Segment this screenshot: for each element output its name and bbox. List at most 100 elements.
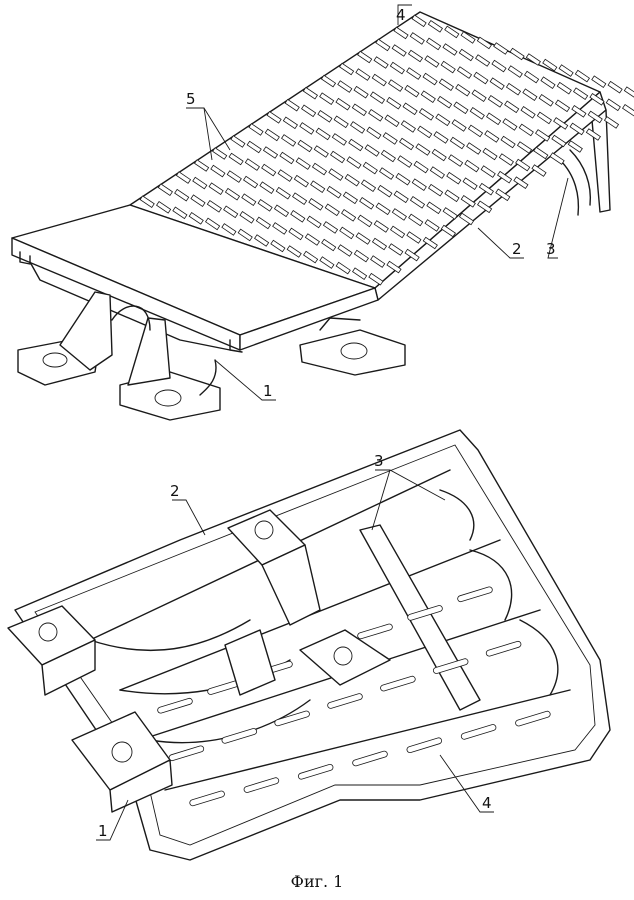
grate-slot (388, 243, 404, 256)
grate-slot (352, 267, 368, 280)
grate-slot (456, 66, 473, 79)
grate-slot (424, 55, 440, 68)
grate-slot (371, 237, 388, 251)
grate-slot (520, 106, 536, 119)
grate-slot (486, 112, 502, 126)
grate-slot (505, 82, 522, 96)
grate-slot (382, 132, 398, 145)
grate-slot (292, 192, 308, 205)
grate-slot (522, 88, 538, 101)
label-1-bottom: 1 (98, 822, 108, 840)
underside-slot (406, 737, 443, 753)
grate-slot (210, 164, 226, 178)
grate-slot (321, 238, 337, 252)
grate-slot (380, 149, 396, 163)
grate-slot (379, 167, 395, 180)
figure-caption: Фиг. 1 (290, 872, 344, 891)
grate-slot (413, 160, 429, 174)
grate-slot (623, 86, 634, 99)
grate-slot (351, 103, 367, 117)
underside-slot (515, 710, 551, 727)
grate-slot (495, 188, 511, 202)
grate-slot (388, 79, 404, 92)
grate-slot (424, 219, 440, 232)
grate-slot (226, 170, 242, 183)
grate-slot (402, 102, 418, 116)
grate-slot (366, 126, 382, 140)
grate-slot (342, 191, 358, 205)
grate-slot (442, 207, 458, 220)
grate-slot (346, 156, 362, 169)
grate-slot (357, 214, 373, 228)
grate-slot (237, 228, 253, 242)
grate-slot (540, 76, 556, 89)
label-4-top: 4 (396, 6, 406, 24)
grate-slot (208, 182, 224, 195)
grate-slot (299, 122, 315, 135)
grate-slot (507, 65, 523, 78)
label-5-top: 5 (186, 90, 196, 108)
grate-slot (371, 73, 387, 87)
grate-slot (411, 14, 427, 28)
grate-slot (302, 86, 318, 100)
grate-slot (524, 70, 540, 84)
grate-slot (569, 122, 585, 136)
grate-slot (531, 164, 547, 177)
grate-slot (375, 38, 391, 52)
underside-slot (274, 710, 310, 727)
grate-slot (478, 182, 494, 196)
grate-slot (390, 225, 406, 239)
top-view-drawing (11, 11, 634, 421)
grate-slot (553, 117, 569, 130)
grate-slot (306, 215, 322, 229)
grate-slot (348, 138, 364, 152)
grate-slot (549, 152, 565, 165)
grate-slot (471, 89, 487, 102)
grate-slot (384, 114, 400, 128)
grate-slot (315, 127, 331, 141)
label-2-top: 2 (512, 240, 522, 258)
grate-slot (341, 209, 357, 222)
grate-slot (230, 135, 246, 148)
grate-slot (409, 196, 426, 209)
grate-slot (466, 142, 482, 155)
grate-slot (605, 98, 621, 112)
underside-slot (460, 724, 497, 740)
grate-slot (221, 223, 237, 236)
grate-slot (264, 128, 280, 142)
grate-slot (493, 42, 509, 55)
grate-slot (295, 157, 311, 170)
grate-slot (350, 121, 366, 134)
grate-slot (301, 104, 317, 118)
grate-slot (404, 84, 420, 98)
grate-slot (175, 171, 192, 184)
grate-slot (246, 140, 262, 154)
grate-slot (429, 166, 445, 179)
grate-slot (277, 169, 293, 182)
grate-slot (440, 224, 456, 238)
grate-slot (357, 50, 373, 64)
grate-slot (435, 113, 451, 127)
grate-slot (393, 26, 409, 40)
grate-slot (275, 186, 291, 200)
grate-slot (418, 108, 435, 121)
grate-slot (484, 130, 500, 143)
grate-slot (369, 91, 386, 104)
grate-slot (284, 98, 300, 112)
grate-slot (426, 201, 442, 215)
grate-slot (404, 248, 420, 262)
underside-slot (243, 777, 280, 793)
grate-slot (337, 244, 353, 257)
grate-slot (303, 250, 319, 264)
grate-slot (458, 48, 474, 62)
grate-slot (255, 216, 271, 230)
underside-slot (432, 658, 469, 674)
top-view-callouts: 4 5 2 3 1 (186, 4, 569, 401)
grate-slot (188, 212, 204, 225)
grate-slot (328, 168, 344, 181)
grate-slot (446, 171, 462, 185)
grate-slot (585, 128, 601, 141)
grate-slot (304, 233, 320, 246)
label-3-bottom: 3 (374, 452, 384, 470)
